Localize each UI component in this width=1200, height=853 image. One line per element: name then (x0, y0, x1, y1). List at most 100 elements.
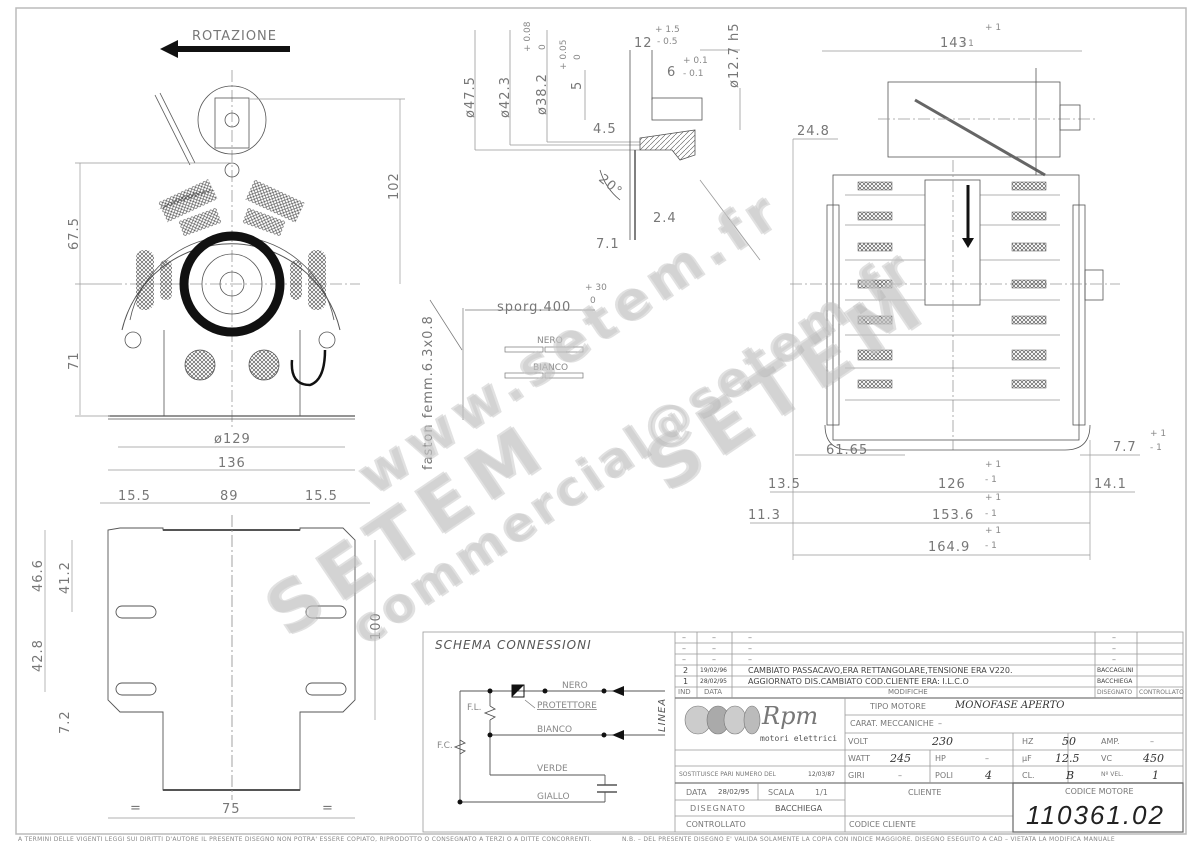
schema-label-nero: NERO (562, 681, 588, 691)
dim-126-tol-bot: - 1 (985, 475, 997, 485)
scala-label: SCALA (768, 788, 795, 797)
sostituisce-date: 12/03/87 (808, 771, 835, 778)
dim-126-tol-top: + 1 (985, 460, 1001, 470)
disegnato-label: DISEGNATO (690, 804, 746, 813)
dim-153-6-tol-bot: - 1 (985, 509, 997, 519)
cable-detail (429, 299, 595, 420)
watt-value: 245 (890, 752, 911, 765)
dim-4-5: 4.5 (593, 122, 617, 137)
data-value: 28/02/95 (718, 788, 750, 796)
cable-faston: faston femm.6.3x0.8 (421, 315, 436, 470)
dim-6: 6 (667, 65, 676, 80)
dim-143-tol-top: + 1 (985, 23, 1001, 33)
dim-136: 136 (218, 456, 246, 471)
vc-label: VC (1101, 754, 1113, 763)
rpm-logo-icon (684, 705, 761, 735)
uf-value: 12.5 (1055, 752, 1080, 765)
protettore-leader (524, 699, 536, 709)
rev-row-4-ind: 2 (683, 666, 689, 675)
dim-71: 71 (67, 351, 82, 370)
rev-row-3-data: – (712, 655, 716, 664)
dim-41-2: 41.2 (58, 561, 73, 594)
nvel-label: Nº VEL. (1101, 771, 1124, 778)
dim-143-tol-bot: - 1 (962, 39, 974, 49)
cl-value: B (1066, 769, 1075, 782)
cl-label: CL. (1022, 771, 1035, 780)
dim-2-4: 2.4 (653, 211, 677, 226)
dim-d38-2-tol-top: + 0.08 (523, 21, 533, 52)
logo-text: Rpm (762, 702, 819, 730)
side-view-stripes (845, 194, 1060, 401)
dim-12: 12 (634, 36, 653, 51)
dim-d42-3: ø42.3 (498, 76, 513, 118)
title-block-frame (422, 631, 1184, 833)
front-view (108, 40, 360, 430)
volt-label: VOLT (848, 737, 868, 746)
rev-row-5-disegnato: BACCHIEGA (1097, 678, 1133, 685)
side-view-coils (857, 181, 1047, 389)
dim-12-tol-bot: - 0.5 (657, 37, 677, 47)
carat-meccaniche-value: – (938, 719, 942, 728)
dim-15-5-right: 15.5 (305, 489, 338, 504)
dim-89: 89 (220, 489, 239, 504)
dim-143: 143 (940, 36, 968, 51)
hz-label: HZ (1022, 737, 1034, 746)
carat-meccaniche-label: CARAT. MECCANICHE (850, 719, 934, 728)
dim-75: 75 (222, 802, 241, 817)
schema-label-bianco: BIANCO (537, 725, 572, 735)
amp-value: – (1150, 737, 1154, 746)
tipo-motore-value: MONOFASE APERTO (955, 700, 1065, 711)
dim-eq-left: = (130, 801, 142, 816)
rev-header-ind: IND (678, 688, 691, 696)
cable-wire-bianco: BIANCO (533, 363, 568, 373)
rev-header-disegnato: DISEGNATO (1097, 689, 1133, 696)
cliente-label: CLIENTE (908, 788, 942, 797)
volt-value: 230 (932, 735, 953, 748)
dim-7-7-tol-bot: - 1 (1150, 443, 1162, 453)
logo-subtitle: motori elettrici (760, 734, 838, 743)
poli-label: POLI (935, 771, 953, 780)
dim-angle-20: 20° (595, 172, 625, 200)
cable-sporg-tol-top: + 30 (585, 283, 607, 293)
rev-row-2-data: – (712, 644, 716, 653)
hp-label: HP (935, 754, 946, 763)
dim-164-9-tol-bot: - 1 (985, 541, 997, 551)
cable-sporg: sporg.400 (497, 300, 571, 315)
sheet-border (15, 7, 1187, 835)
schema-label-giallo: GIALLO (537, 792, 570, 802)
codice-cliente-label: CODICE CLIENTE (849, 820, 916, 829)
cable-wire-nero: NERO (537, 336, 563, 346)
sostituisce-label: SOSTITUISCE PARI NUMERO DEL (679, 771, 776, 778)
dim-164-9-tol-top: + 1 (985, 526, 1001, 536)
dim-13-5: 13.5 (768, 477, 801, 492)
giri-value: – (898, 771, 902, 780)
dim-7-1: 7.1 (596, 237, 620, 252)
hp-value: – (985, 754, 989, 763)
dim-153-6: 153.6 (932, 508, 974, 523)
dim-6-tol-top: + 0.1 (683, 56, 708, 66)
schema-label-fc: F.C. (437, 741, 453, 751)
scala-value: 1/1 (815, 788, 828, 797)
dim-129: ø129 (214, 432, 251, 447)
poli-value: 4 (985, 769, 992, 782)
rev-row-2-desc: – (748, 644, 752, 653)
cable-sporg-tol-bot: 0 (590, 296, 596, 306)
amp-label: AMP. (1101, 737, 1120, 746)
codice-motore-label: CODICE MOTORE (1065, 787, 1134, 796)
rev-header-data: DATA (704, 688, 723, 696)
dim-11-3: 11.3 (748, 508, 781, 523)
wiring-nodes (457, 684, 624, 805)
dim-42-8: 42.8 (31, 639, 46, 672)
watt-label: WATT (848, 754, 870, 763)
rev-row-1-desc: – (748, 633, 752, 642)
dim-6-tol-bot: - 0.1 (683, 69, 703, 79)
rev-row-3-disegnato: – (1112, 655, 1116, 664)
footer-nb: N.B. – DEL PRESENTE DISEGNO E' VALIDA SO… (622, 836, 914, 843)
rev-row-4-disegnato: BACCAGLINI (1097, 667, 1134, 674)
rev-row-5-ind: 1 (683, 677, 689, 686)
rev-row-1-disegnato: – (1112, 633, 1116, 642)
footer-cad: DISEGNO ESEGUITO A CAD – VIETATA LA MODI… (915, 836, 1115, 843)
nvel-value: 1 (1152, 769, 1159, 782)
